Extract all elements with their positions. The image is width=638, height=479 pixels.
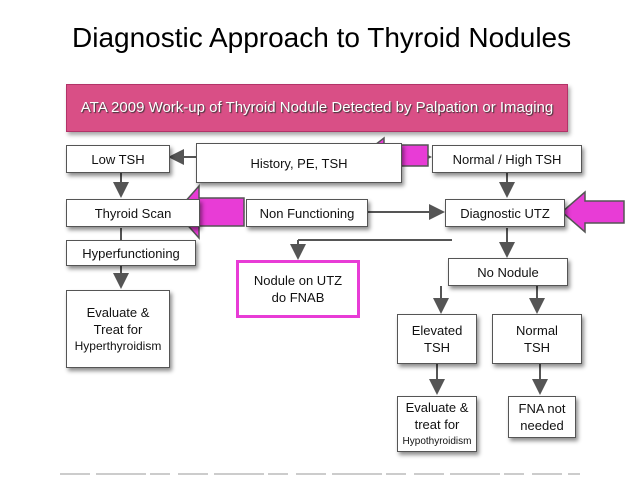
normal-high-tsh-box: Normal / High TSH xyxy=(432,145,582,173)
nodule-on-utz-box: Nodule on UTZ do FNAB xyxy=(236,260,360,318)
hyperfunctioning-box: Hyperfunctioning xyxy=(66,240,196,266)
no-nodule-box: No Nodule xyxy=(448,258,568,286)
history-box: History, PE, TSH xyxy=(196,143,402,183)
cropped-bottom-line xyxy=(60,473,580,475)
evaluate-hypothyroidism-box: Evaluate & treat for Hypothyroidism xyxy=(397,396,477,452)
banner-text: ATA 2009 Work-up of Thyroid Nodule Detec… xyxy=(80,99,554,116)
diagnostic-utz-box: Diagnostic UTZ xyxy=(445,199,565,227)
low-tsh-box: Low TSH xyxy=(66,145,170,173)
ata-banner: ATA 2009 Work-up of Thyroid Nodule Detec… xyxy=(66,84,568,132)
evaluate-hyperthyroidism-box: Evaluate & Treat for Hyperthyroidism xyxy=(66,290,170,368)
elevated-tsh-box: Elevated TSH xyxy=(397,314,477,364)
page-title: Diagnostic Approach to Thyroid Nodules xyxy=(72,22,572,53)
highlight-arrow-utz xyxy=(560,190,625,234)
non-functioning-box: Non Functioning xyxy=(246,199,368,227)
thyroid-scan-box: Thyroid Scan xyxy=(66,199,200,227)
fna-not-needed-box: FNA not needed xyxy=(508,396,576,438)
normal-tsh-box: Normal TSH xyxy=(492,314,582,364)
